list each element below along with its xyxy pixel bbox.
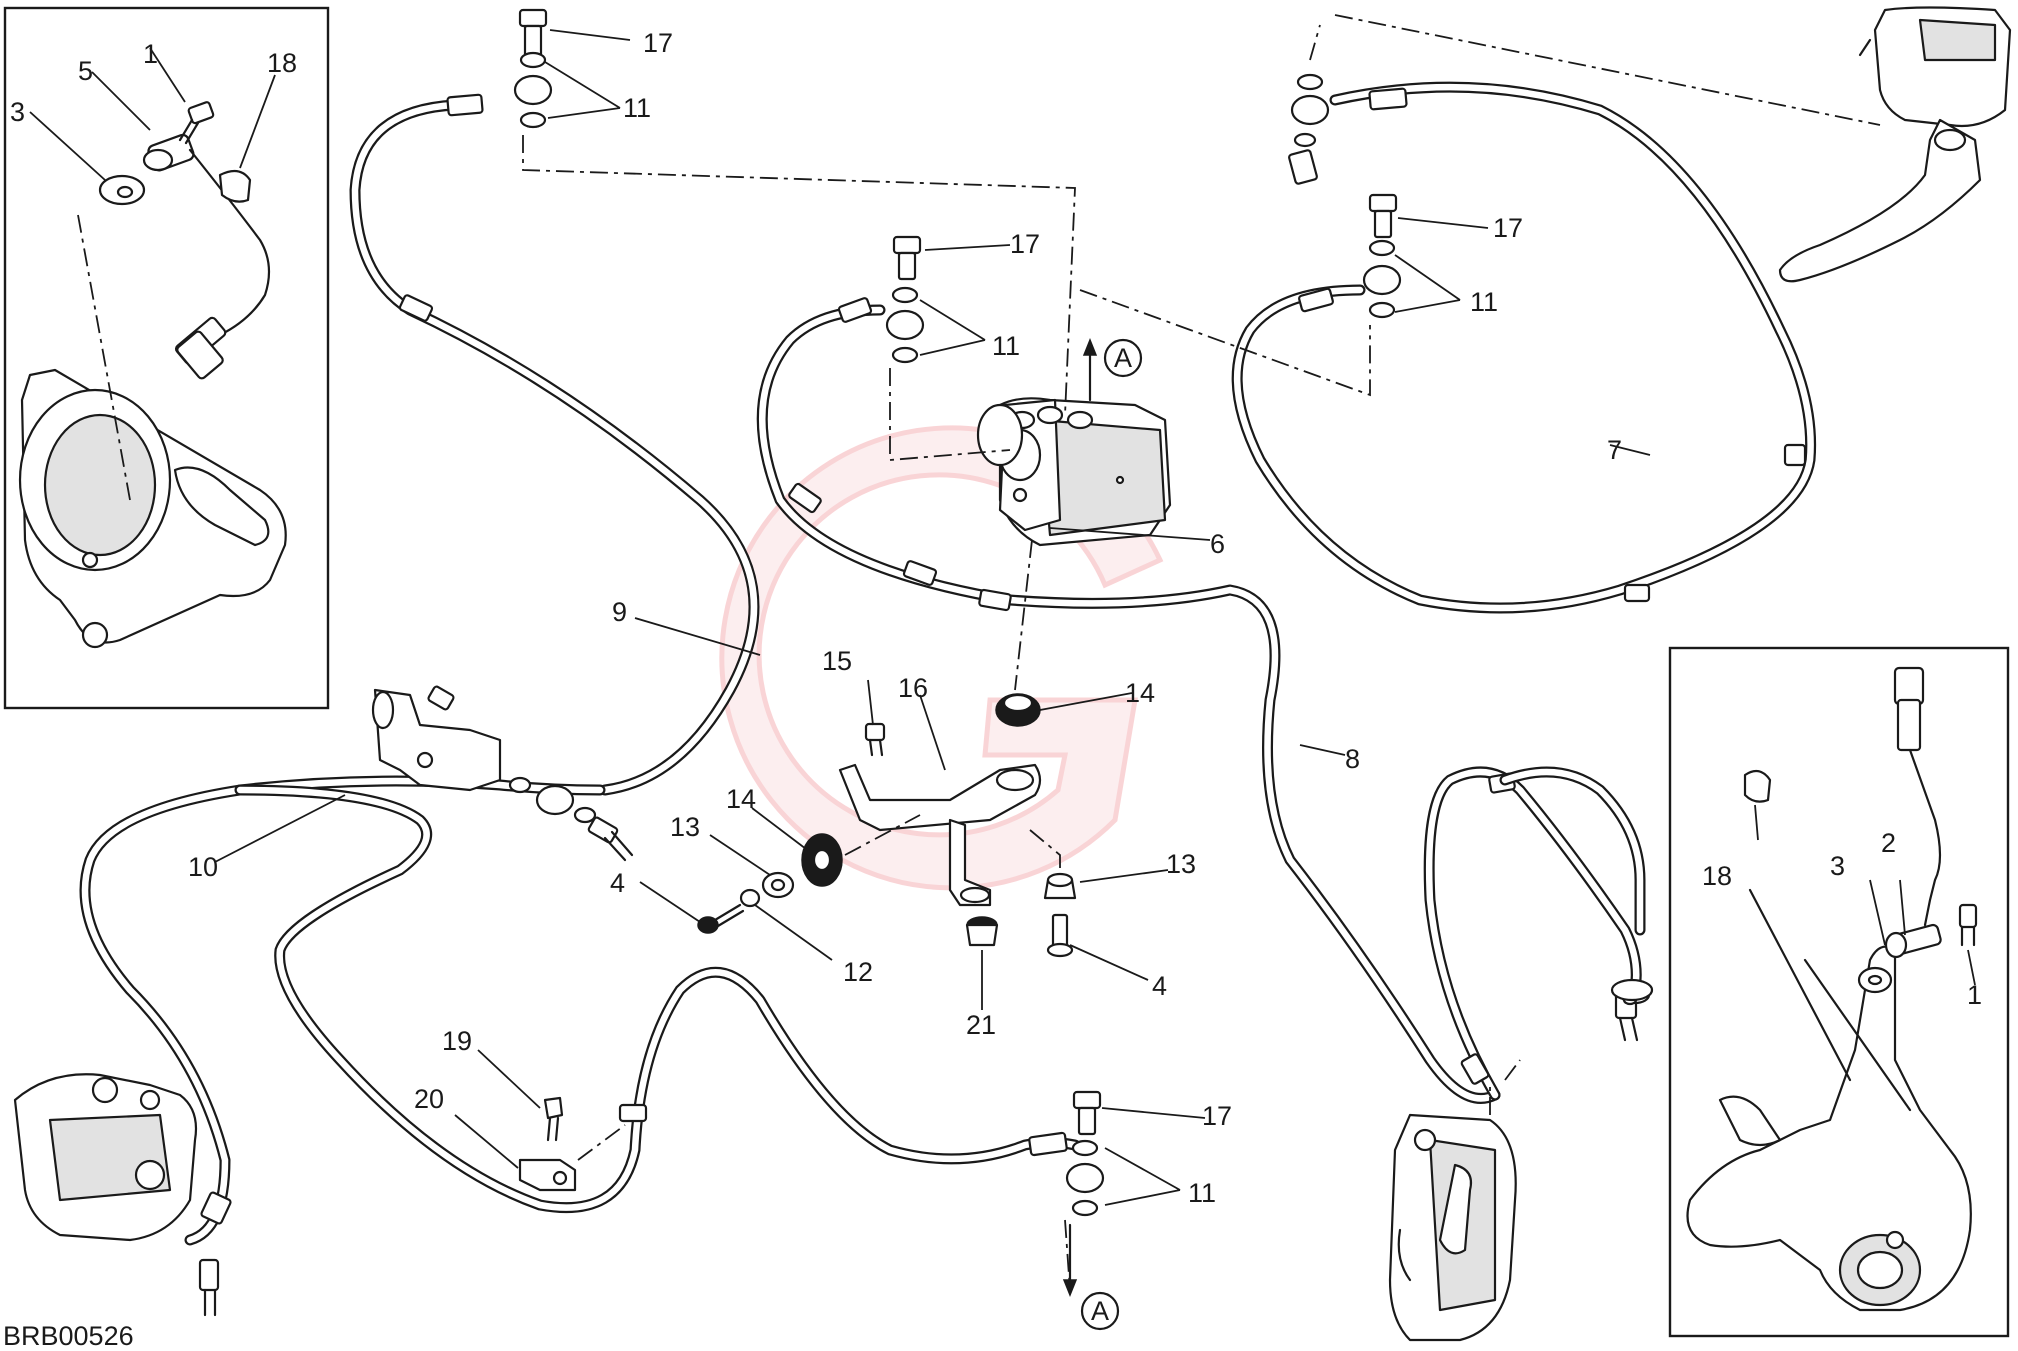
callout-13-left: 13 xyxy=(670,812,700,842)
spacer-13-left xyxy=(761,871,795,899)
hose-9 xyxy=(349,99,760,796)
callout-labels: 1 5 18 3 17 11 17 11 17 11 7 6 9 8 15 16… xyxy=(10,28,1982,1208)
callout-leaders xyxy=(214,29,1651,1206)
inset-front-wheel-sensor xyxy=(1668,646,2010,1338)
abs-mounting-bracket xyxy=(838,763,1042,907)
callout-7: 7 xyxy=(1607,435,1622,465)
callout-5-left: 5 xyxy=(78,56,93,86)
rear-master-cylinder xyxy=(371,685,634,862)
callout-19: 19 xyxy=(442,1026,472,1056)
hose-front-caliper xyxy=(1423,766,1642,1101)
brake-hoses xyxy=(79,81,1817,1246)
inset-frame-right xyxy=(1668,646,2010,1338)
rubber-mount-21 xyxy=(965,916,999,947)
callout-17-abs-left: 17 xyxy=(1010,229,1040,259)
section-marker-a-top-label: A xyxy=(1114,343,1132,373)
callout-17-top: 17 xyxy=(643,28,673,58)
front-speed-sensor xyxy=(1884,666,1942,959)
screw-4-right xyxy=(1046,913,1074,958)
callout-14-upper: 14 xyxy=(1125,678,1155,708)
callout-4-left: 4 xyxy=(610,868,625,898)
hose-front-right xyxy=(1499,766,1654,1002)
section-marker-a-top: A xyxy=(1103,338,1143,378)
callout-18-left: 18 xyxy=(267,48,297,78)
front-brake-caliper xyxy=(1388,988,1639,1342)
callout-21: 21 xyxy=(966,1010,996,1040)
callout-3-left: 3 xyxy=(10,97,25,127)
banjo-group-abs-right xyxy=(1362,193,1402,319)
rear-caliper-bracket xyxy=(18,368,287,649)
screw-15 xyxy=(864,722,886,757)
banjo-group-abs-left xyxy=(885,235,925,364)
callout-11-top: 11 xyxy=(623,93,651,123)
callout-13-right: 13 xyxy=(1166,849,1196,879)
callout-1-right: 1 xyxy=(1967,980,1982,1010)
sensor-spacer-front xyxy=(1857,966,1893,994)
sensor-screw xyxy=(178,101,215,145)
banjo-fittings xyxy=(513,8,1402,1217)
section-marker-a-bottom-label: A xyxy=(1091,1296,1109,1326)
section-marker-a-bottom: A xyxy=(1080,1291,1120,1331)
callout-10: 10 xyxy=(188,852,218,882)
inset-frame-left xyxy=(3,6,330,710)
callout-15: 15 xyxy=(822,646,852,676)
banjo-group-front-master xyxy=(1288,73,1330,185)
washer-12 xyxy=(739,888,761,908)
callout-14-lower: 14 xyxy=(726,784,756,814)
front-master-cylinder xyxy=(1778,6,2012,283)
cable-clip xyxy=(218,169,252,203)
callout-9: 9 xyxy=(612,597,627,627)
callout-2-right: 2 xyxy=(1881,828,1896,858)
banjo-group-top-left xyxy=(513,8,553,129)
callout-18-right: 18 xyxy=(1702,861,1732,891)
callout-11-abs-right: 11 xyxy=(1470,287,1498,317)
arrow-up-to-a xyxy=(1082,337,1098,402)
drawing-code: BRB00526 xyxy=(3,1321,134,1351)
hose-clamp xyxy=(518,1096,577,1192)
watermark-logo xyxy=(719,425,1164,891)
rubber-damper-14-upper xyxy=(995,693,1041,727)
callout-17-bottom: 17 xyxy=(1202,1101,1232,1131)
callout-11-abs-left: 11 xyxy=(992,331,1020,361)
inset-rear-wheel-sensor xyxy=(3,6,330,710)
callout-8: 8 xyxy=(1345,744,1360,774)
callout-12: 12 xyxy=(843,957,873,987)
assembly-lines xyxy=(522,14,1881,1291)
callout-20: 20 xyxy=(414,1084,444,1114)
callout-6: 6 xyxy=(1210,529,1225,559)
callout-4-right: 4 xyxy=(1152,971,1167,1001)
spacer-13-right xyxy=(1043,872,1077,900)
rear-speed-sensor xyxy=(142,133,271,380)
callout-1-left: 1 xyxy=(143,39,158,69)
sensor-spacer xyxy=(98,174,146,206)
cable-clip-front xyxy=(1743,769,1772,803)
callout-3-right: 3 xyxy=(1830,851,1845,881)
hose-7 xyxy=(1231,81,1817,614)
abs-modulator-unit xyxy=(976,397,1172,547)
rubber-damper-14-lower xyxy=(801,833,843,887)
front-fork-bottom xyxy=(1686,945,1972,1312)
arrow-down-to-a xyxy=(1062,1223,1078,1298)
rear-brake-caliper xyxy=(13,1073,220,1317)
callout-16: 16 xyxy=(898,673,928,703)
hose-sleeves xyxy=(200,87,1807,1225)
sensor-screw-front xyxy=(1958,903,1978,947)
callout-11-bottom: 11 xyxy=(1188,1178,1216,1208)
callout-17-abs-right: 17 xyxy=(1493,213,1523,243)
screw-4-left xyxy=(697,903,745,934)
banjo-group-bottom xyxy=(1065,1090,1105,1217)
